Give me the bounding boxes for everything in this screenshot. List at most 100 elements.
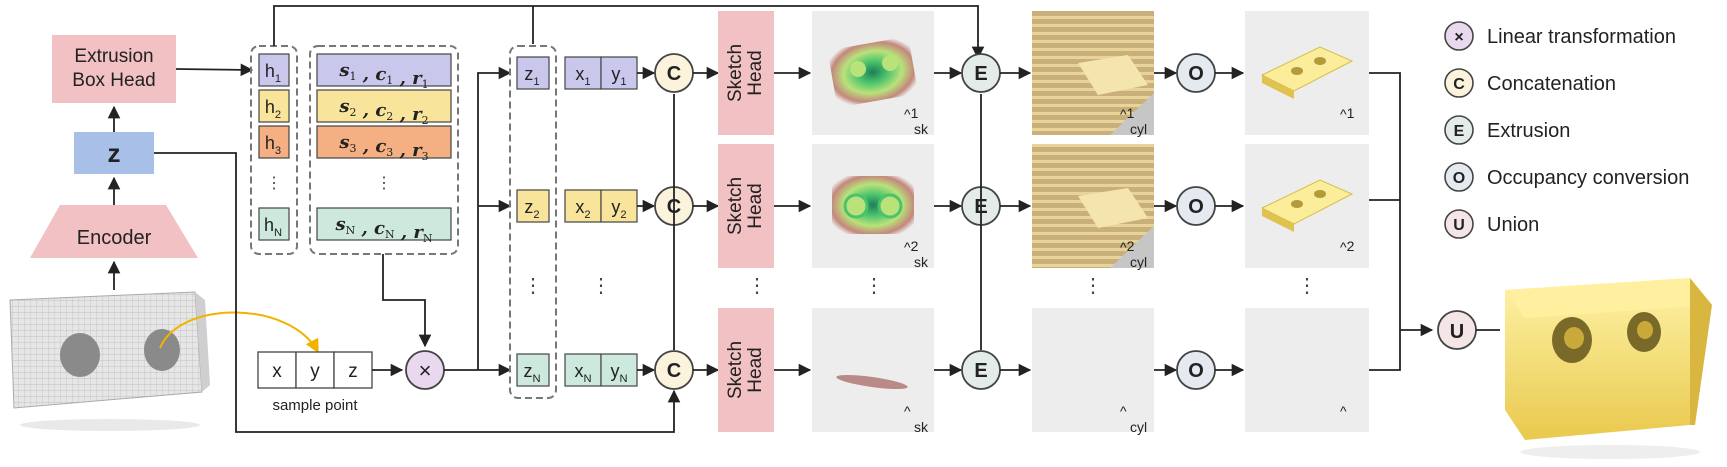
occ-label-3: ^ bbox=[1340, 403, 1347, 419]
x-label-N: xN bbox=[574, 361, 591, 385]
extrude-node-3-symbol: E bbox=[974, 360, 987, 382]
params-group-frame bbox=[309, 45, 459, 255]
sketch-head-line2: Head bbox=[745, 347, 766, 392]
occ-vdots: ⋮ bbox=[1297, 275, 1317, 297]
arrow-params-to-linear bbox=[382, 254, 432, 348]
x-label-2: x2 bbox=[575, 197, 590, 221]
arrow-linear-to-z1 bbox=[477, 66, 512, 370]
box-head-line2: Box Head bbox=[72, 70, 155, 91]
line-occN-to-union bbox=[1369, 330, 1401, 371]
xy-item-2: x2 y2 bbox=[564, 189, 638, 223]
cyl-label-3: ^cyl bbox=[1120, 403, 1147, 435]
h-label-3: h3 bbox=[265, 133, 281, 157]
union-node: U bbox=[1437, 310, 1477, 350]
sample-cell-x bbox=[257, 351, 297, 389]
sketch-image-3 bbox=[812, 308, 934, 432]
voxel-input-image bbox=[9, 291, 210, 431]
z-label: z bbox=[108, 138, 121, 168]
sample-cell-label-x: x bbox=[272, 361, 282, 382]
legend-symbol-1: × bbox=[1454, 29, 1463, 46]
sample-cell-label-z: z bbox=[348, 361, 358, 382]
occupancy-node-3-symbol: O bbox=[1188, 360, 1204, 382]
params-vdots: ⋮ bbox=[376, 175, 392, 192]
legend-item-1: × Linear transformation bbox=[1444, 21, 1676, 51]
h-item-2: h2 bbox=[258, 89, 290, 123]
line-z-to-concat bbox=[154, 152, 681, 433]
param-row-1: s1 , c1 , r1 bbox=[316, 53, 452, 91]
cylinder-image-3 bbox=[1032, 308, 1154, 432]
param-row-N: sN , cN , rN bbox=[316, 207, 452, 245]
concat-node-3-symbol: C bbox=[667, 360, 681, 382]
line-occ1-to-union bbox=[1369, 72, 1434, 337]
sample-cell-label-y: y bbox=[310, 361, 320, 382]
linear-transform-node: × bbox=[405, 350, 445, 390]
legend-label-5: Union bbox=[1487, 214, 1539, 236]
z-block: z bbox=[74, 132, 154, 174]
sample-cell-z bbox=[333, 351, 373, 389]
z-label-2: z2 bbox=[524, 197, 539, 221]
line-h-to-top bbox=[273, 5, 985, 60]
legend-symbol-4: O bbox=[1453, 170, 1465, 187]
union-symbol: U bbox=[1450, 321, 1464, 343]
encoder-label: Encoder bbox=[77, 227, 152, 249]
sketch-vdots: ⋮ bbox=[864, 275, 884, 297]
sample-cell-y bbox=[295, 351, 335, 389]
occupancy-node-2-symbol: O bbox=[1188, 196, 1204, 218]
h-label-1: h1 bbox=[265, 61, 281, 85]
box-head-line1: Extrusion bbox=[74, 46, 153, 67]
legend-symbol-2: C bbox=[1453, 76, 1465, 93]
legend-label-3: Extrusion bbox=[1487, 120, 1570, 142]
extrude-node-1-symbol: E bbox=[974, 63, 987, 85]
z-label-N: zN bbox=[523, 361, 540, 385]
h-item-N: hN bbox=[258, 207, 290, 241]
sample-point-caption: sample point bbox=[272, 397, 358, 414]
legend-item-4: O Occupancy conversion bbox=[1444, 162, 1689, 192]
legend-label-4: Occupancy conversion bbox=[1487, 167, 1689, 189]
sample-point: x y z bbox=[257, 351, 373, 389]
encoder-block: Encoder bbox=[30, 205, 198, 258]
sketch-head-line2: Head bbox=[745, 50, 766, 95]
linear-symbol: × bbox=[419, 358, 432, 383]
h-vdots: ⋮ bbox=[266, 175, 282, 192]
h-item-3: h3 bbox=[258, 125, 290, 159]
param-row-2: s2 , c2 , r2 bbox=[316, 89, 452, 127]
param-label-N: sN , cN , rN bbox=[334, 214, 432, 245]
cylinder-image-1 bbox=[1032, 11, 1154, 135]
h-column: h1 h2 h3 hN ⋮ bbox=[258, 53, 290, 241]
y-label-2: y2 bbox=[611, 197, 626, 221]
z-vdots: ⋮ bbox=[523, 275, 543, 297]
occupancy-image-1 bbox=[1245, 11, 1369, 135]
legend-symbol-5: U bbox=[1453, 217, 1465, 234]
x-label-1: x1 bbox=[575, 64, 590, 88]
param-row-3: s3 , c3 , r3 bbox=[316, 125, 452, 163]
occupancy-node-1-symbol: O bbox=[1188, 63, 1204, 85]
pipeline-rows: CSketchHead^1skE^1cylO^1CSketchHead^2skE… bbox=[637, 11, 1369, 435]
z-label-1: z1 bbox=[524, 64, 539, 88]
legend-item-5: U Union bbox=[1444, 209, 1539, 239]
sketch-image-1 bbox=[812, 11, 934, 135]
occ-label-1: ^1 bbox=[1340, 105, 1355, 122]
occ-label-2: ^2 bbox=[1340, 238, 1355, 255]
cyl-vdots: ⋮ bbox=[1083, 275, 1103, 297]
arrow-boxhead-to-h bbox=[175, 63, 254, 77]
legend-label-1: Linear transformation bbox=[1487, 26, 1676, 48]
z-item-1: z1 bbox=[516, 56, 550, 90]
xy-vdots: ⋮ bbox=[591, 275, 611, 297]
h-item-1: h1 bbox=[258, 53, 290, 87]
param-label-3: s3 , c3 , r3 bbox=[338, 132, 428, 163]
occupancy-image-2 bbox=[1245, 144, 1369, 268]
sketch-head-line1: Sketch bbox=[725, 177, 746, 235]
